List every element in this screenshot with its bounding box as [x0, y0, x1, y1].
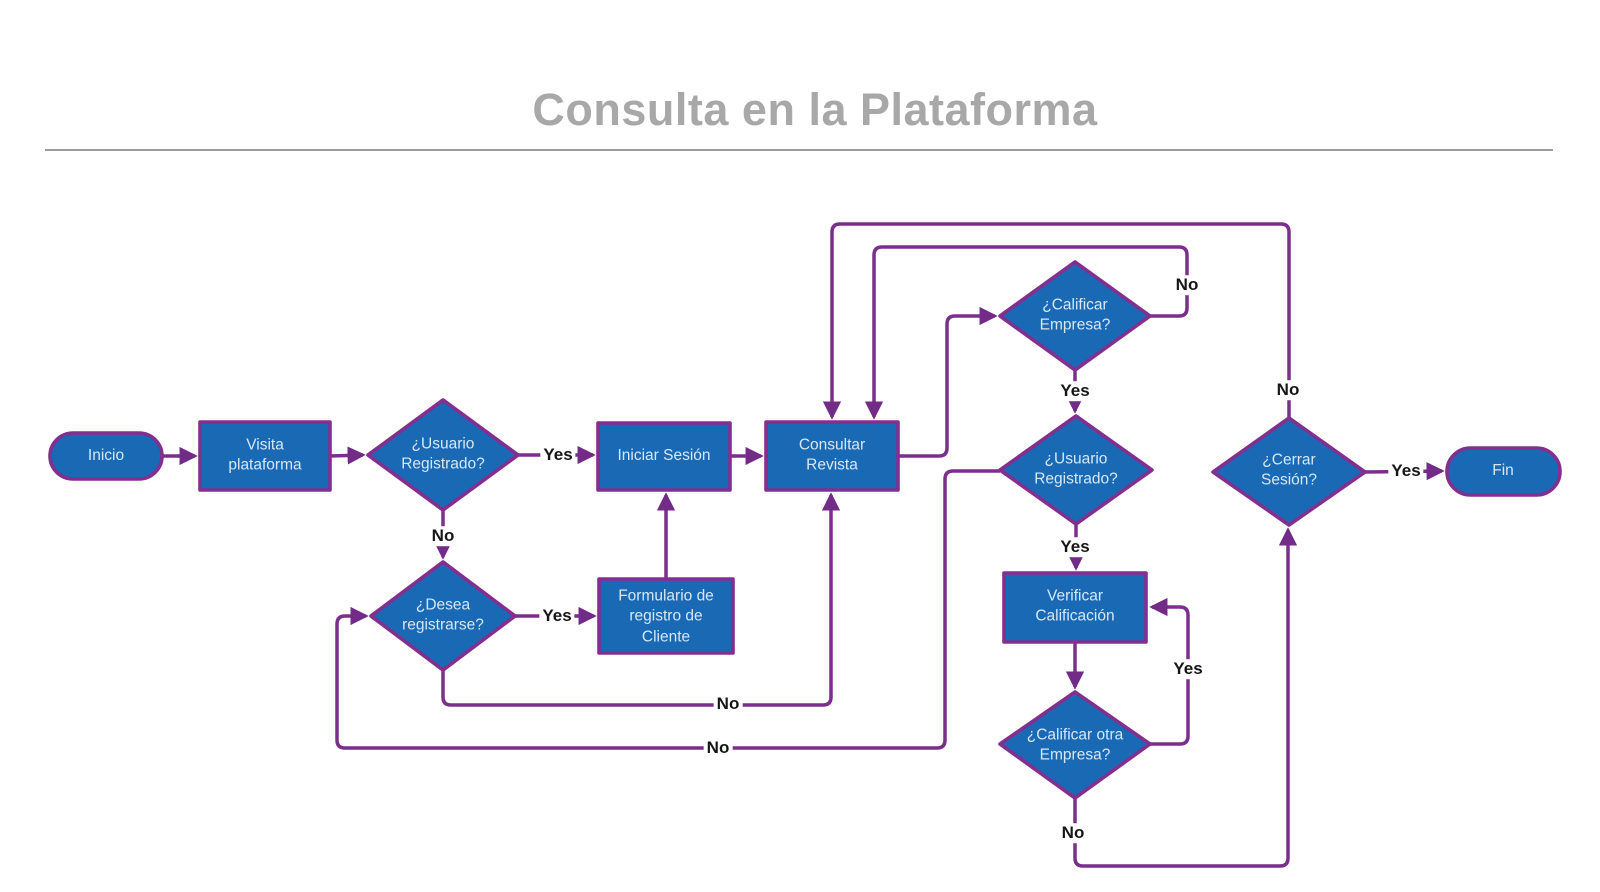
edge-label-no-usuario1: No: [428, 526, 458, 546]
node-label-calificar-otra-empresa: ¿Calificar otra Empresa?: [1026, 726, 1124, 764]
node-label-cerrar-sesion: ¿Cerrar Sesión?: [1260, 451, 1317, 489]
edge-usuario2-no-to-desea: [335, 469, 1000, 750]
edge-label-no-usuario2: No: [703, 738, 733, 758]
edge-label-yes-usuario2: Yes: [1057, 537, 1093, 557]
node-label-calificar-empresa: ¿Calificar Empresa?: [1039, 296, 1111, 334]
shape-usuario-registrado-2-decision: [998, 414, 1154, 526]
node-label-consultar-revista: Consultar Revista: [798, 436, 866, 474]
edge-label-no-calificar-otra: No: [1058, 823, 1088, 843]
shape-usuario-registrado-1-decision: [366, 398, 520, 512]
shape-fin-terminator: [1445, 446, 1562, 497]
edge-desea-no-to-consultar: [441, 492, 841, 707]
node-label-iniciar-sesion: Iniciar Sesión: [617, 446, 711, 464]
diagram-title: Consulta en la Plataforma: [532, 84, 1098, 135]
edge-consultar-to-calificar-empresa: [898, 306, 998, 458]
edge-calificar-otra-no-to-cerrar: [1073, 527, 1298, 868]
shape-desea-registrarse-decision: [369, 560, 517, 672]
node-label-inicio: Inicio: [87, 446, 125, 464]
shape-verificar-calificacion-process: [1002, 571, 1148, 644]
edge-label-no-cerrar: No: [1273, 380, 1303, 400]
edge-label-yes-usuario1: Yes: [540, 445, 576, 465]
node-label-usuario-registrado-2: ¿Usuario Registrado?: [1034, 450, 1118, 488]
shape-calificar-otra-empresa-decision: [998, 690, 1152, 800]
shape-cerrar-sesion-decision: [1211, 416, 1367, 527]
shape-consultar-revista-process: [764, 420, 900, 492]
shape-visita-plataforma-process: [198, 420, 332, 492]
edge-label-yes-desea: Yes: [539, 606, 575, 626]
shape-calificar-empresa-decision: [998, 260, 1152, 372]
shape-inicio-terminator: [48, 431, 164, 481]
node-label-formulario-registro: Formulario de registro de Cliente: [618, 587, 714, 646]
edge-calificar-empresa-no-loop: [864, 245, 1189, 420]
node-label-fin: Fin: [1492, 461, 1514, 479]
edge-label-yes-calificar-empresa: Yes: [1057, 381, 1093, 401]
shape-formulario-registro-process: [597, 577, 735, 655]
edge-visita-to-usuario1: [329, 446, 366, 465]
node-label-desea-registrarse: ¿Desea registrarse?: [402, 596, 484, 634]
node-label-verificar-calificacion: Verificar Calificación: [1035, 587, 1115, 625]
edge-label-no-calificar-empresa: No: [1172, 275, 1202, 295]
title-divider: [45, 149, 1553, 151]
shape-iniciar-sesion-process: [596, 421, 732, 492]
edge-cerrar-no-loop-to-consultar: [822, 222, 1291, 420]
edge-label-no-desea: No: [713, 694, 743, 714]
edge-label-yes-cerrar: Yes: [1388, 461, 1424, 481]
edge-label-yes-calificar-otra: Yes: [1170, 659, 1206, 679]
node-label-usuario-registrado-1: ¿Usuario Registrado?: [401, 435, 485, 473]
node-label-visita-plataforma: Visita plataforma: [228, 436, 302, 474]
